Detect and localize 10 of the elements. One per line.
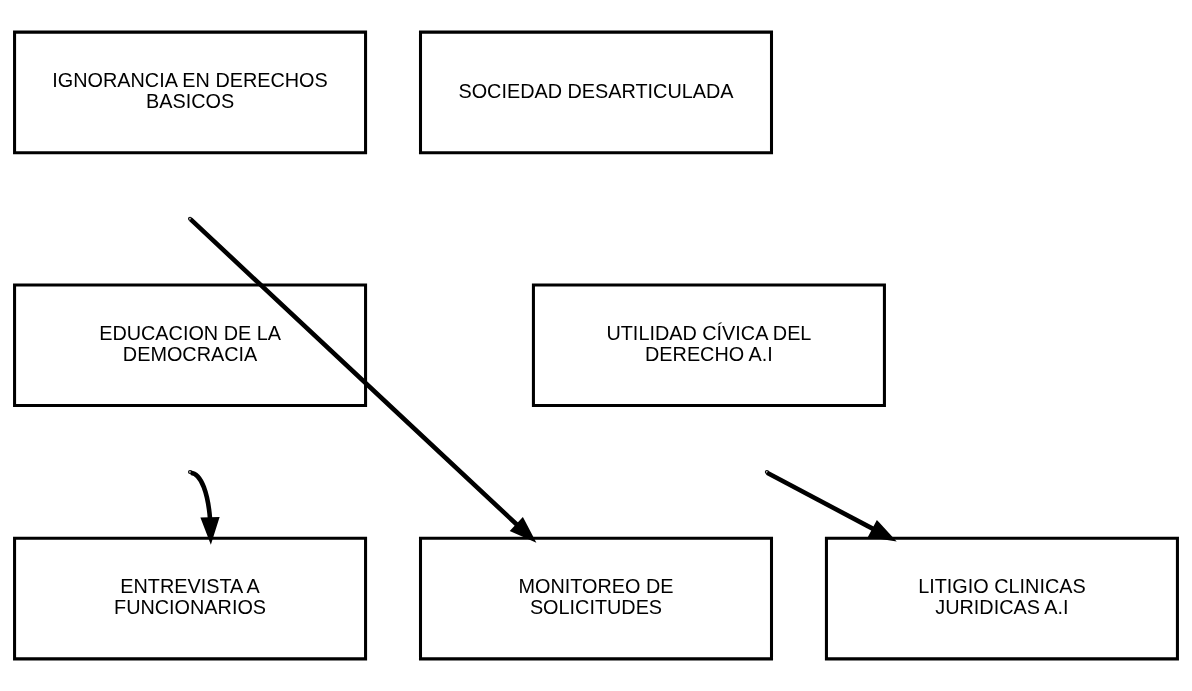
node-box: ENTREVISTA A FUNCIONARIOS bbox=[13, 536, 368, 661]
node-box: LITIGIO CLINICAS JURIDICAS A.I bbox=[824, 536, 1179, 661]
node-box: SOCIEDAD DESARTICULADA bbox=[418, 30, 774, 155]
node-box: UTILIDAD CÍVICA DEL DERECHO A.I bbox=[531, 283, 886, 408]
node-box: EDUCACION DE LA DEMOCRACIA bbox=[13, 283, 368, 408]
arrow bbox=[190, 470, 220, 545]
arrow bbox=[766, 470, 897, 542]
arrow bbox=[189, 217, 537, 543]
node-box: IGNORANCIA EN DERECHOS BASICOS bbox=[13, 30, 368, 155]
node-box: MONITOREO DE SOLICITUDES bbox=[418, 536, 774, 661]
